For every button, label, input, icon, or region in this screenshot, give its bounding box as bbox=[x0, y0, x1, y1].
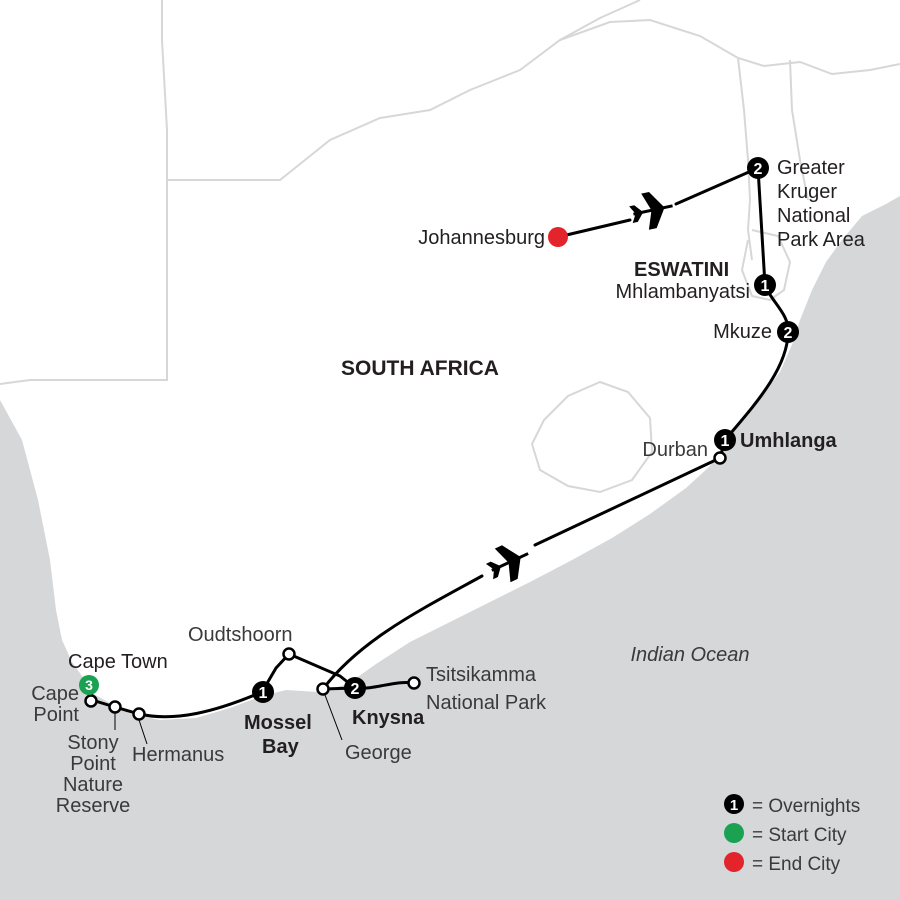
svg-text:Kruger: Kruger bbox=[777, 181, 837, 203]
route bbox=[89, 166, 790, 719]
overnight-marker-mhlambanyatsi: 1 bbox=[754, 274, 776, 296]
country-borders bbox=[0, 0, 900, 492]
end-marker-johannesburg bbox=[548, 227, 568, 247]
place-label-durban: Durban bbox=[642, 439, 708, 461]
overnight-marker-kruger: 2 bbox=[747, 157, 769, 179]
svg-text:Cape: Cape bbox=[31, 683, 79, 705]
nights-count: 1 bbox=[761, 278, 770, 295]
nights-count: 3 bbox=[85, 677, 93, 693]
nights-count: 2 bbox=[754, 161, 763, 178]
legend-start: = Start City bbox=[724, 823, 847, 846]
place-label-oudtshoorn: Oudtshoorn bbox=[188, 624, 293, 646]
place-label-hermanus: Hermanus bbox=[132, 744, 224, 766]
route-flight-durban-george-a bbox=[533, 456, 722, 547]
route-flight-durban-george-b bbox=[321, 574, 484, 691]
overnight-marker-umhlanga: 1 bbox=[714, 429, 736, 451]
leader-george bbox=[324, 694, 343, 741]
region-label-eswatini: ESWATINI bbox=[634, 259, 729, 281]
overnight-marker-knysna: 2 bbox=[344, 677, 366, 699]
nights-count: 1 bbox=[721, 433, 730, 450]
svg-text:National Park: National Park bbox=[426, 692, 547, 714]
place-label-cape-point: Cape Point bbox=[31, 683, 79, 726]
place-label-tsitsikamma: Tsitsikamma National Park bbox=[426, 664, 547, 714]
leader-hermanus bbox=[138, 719, 148, 745]
stop-tsitsikamma bbox=[407, 676, 421, 690]
legend-end-label: = End City bbox=[752, 854, 841, 875]
svg-text:Greater: Greater bbox=[777, 157, 845, 179]
stop-george bbox=[316, 682, 330, 696]
start-marker-cape-town: 3 bbox=[79, 675, 99, 695]
place-label-george: George bbox=[345, 742, 412, 764]
route-mkuze-umhlanga bbox=[723, 330, 790, 442]
nights-count: 1 bbox=[259, 685, 268, 702]
place-label-cape-town: Cape Town bbox=[68, 651, 168, 673]
place-label-stony-point: Stony Point Nature Reserve bbox=[56, 732, 130, 817]
svg-text:Bay: Bay bbox=[262, 736, 300, 758]
legend-start-label: = Start City bbox=[752, 825, 847, 846]
svg-text:National: National bbox=[777, 205, 850, 227]
ocean-label: Indian Ocean bbox=[631, 644, 750, 666]
svg-text:Point: Point bbox=[70, 753, 116, 775]
svg-text:Nature: Nature bbox=[63, 774, 123, 796]
overnight-marker-mossel-bay: 1 bbox=[252, 681, 274, 703]
legend-overnights-label: = Overnights bbox=[752, 796, 860, 817]
stop-cape-point bbox=[84, 694, 98, 708]
stop-durban bbox=[713, 451, 727, 465]
stop-oudtshoorn bbox=[282, 647, 296, 661]
svg-text:Point: Point bbox=[33, 704, 79, 726]
country-label: SOUTH AFRICA bbox=[341, 357, 499, 380]
legend-overnights-number: 1 bbox=[730, 797, 738, 814]
stops bbox=[84, 451, 727, 721]
overnight-marker-mkuze: 2 bbox=[777, 321, 799, 343]
airplane-icon bbox=[629, 191, 673, 230]
svg-text:Mossel: Mossel bbox=[244, 712, 312, 734]
route-flight-johannesburg-kruger bbox=[556, 218, 632, 239]
legend-end: = End City bbox=[724, 852, 841, 875]
nights-count: 2 bbox=[351, 681, 360, 698]
airplane-icon bbox=[485, 545, 529, 583]
stop-hermanus bbox=[132, 707, 146, 721]
stop-stony-point bbox=[108, 700, 122, 714]
svg-text:Reserve: Reserve bbox=[56, 795, 130, 817]
place-label-knysna: Knysna bbox=[352, 707, 425, 729]
route-kruger-mhlambanyatsi bbox=[756, 166, 767, 287]
svg-text:Tsitsikamma: Tsitsikamma bbox=[426, 664, 537, 686]
legend: 1 = Overnights = Start City = End City bbox=[724, 794, 860, 875]
svg-text:Stony: Stony bbox=[67, 732, 118, 754]
place-label-mkuze: Mkuze bbox=[713, 321, 772, 343]
place-label-mossel-bay: Mossel Bay bbox=[244, 712, 312, 758]
place-label-kruger: Greater Kruger National Park Area bbox=[777, 157, 866, 251]
svg-text:Park Area: Park Area bbox=[777, 229, 866, 251]
place-label-mhlambanyatsi: Mhlambanyatsi bbox=[615, 281, 750, 303]
place-label-umhlanga: Umhlanga bbox=[740, 430, 838, 452]
place-label-johannesburg: Johannesburg bbox=[418, 227, 545, 249]
legend-overnights: 1 = Overnights bbox=[724, 794, 860, 817]
nights-count: 2 bbox=[784, 325, 793, 342]
